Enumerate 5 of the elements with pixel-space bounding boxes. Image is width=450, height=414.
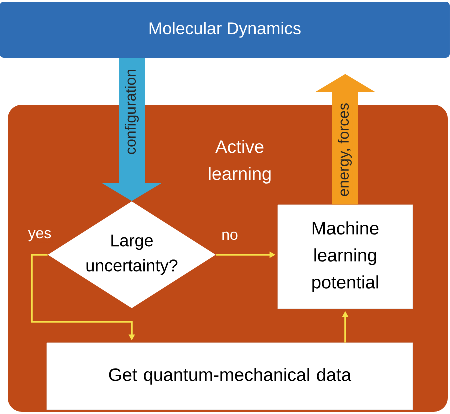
title-band: Molecular Dynamics [0, 2, 450, 58]
process-box: Machine learning potential [278, 204, 414, 310]
edge-label: no [220, 230, 240, 242]
edge-label: energy, forces [337, 102, 353, 198]
process-box: Get quantum-mechanical data [46, 342, 414, 410]
